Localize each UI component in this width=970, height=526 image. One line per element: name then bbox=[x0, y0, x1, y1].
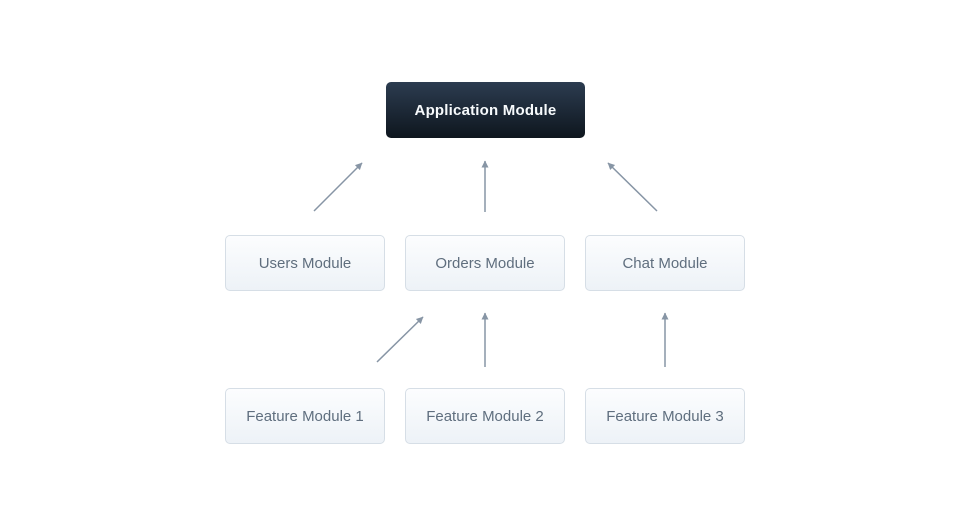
node-label-application: Application Module bbox=[414, 101, 557, 119]
node-label-chat-module: Chat Module bbox=[622, 254, 708, 272]
node-label-feature-module-3: Feature Module 3 bbox=[606, 407, 724, 425]
node-feature-module-2: Feature Module 2 bbox=[405, 388, 565, 444]
edge-feature-module-1-to-orders-module bbox=[376, 316, 424, 363]
node-label-orders-module: Orders Module bbox=[435, 254, 535, 272]
node-users-module: Users Module bbox=[225, 235, 385, 291]
node-label-feature-module-1: Feature Module 1 bbox=[246, 407, 364, 425]
edge-users-module-to-application bbox=[313, 162, 363, 212]
node-label-feature-module-2: Feature Module 2 bbox=[426, 407, 544, 425]
node-feature-module-3: Feature Module 3 bbox=[585, 388, 745, 444]
edge-chat-module-to-application bbox=[607, 162, 658, 212]
node-chat-module: Chat Module bbox=[585, 235, 745, 291]
node-label-users-module: Users Module bbox=[258, 254, 352, 272]
node-feature-module-1: Feature Module 1 bbox=[225, 388, 385, 444]
node-application: Application Module bbox=[386, 82, 585, 138]
node-orders-module: Orders Module bbox=[405, 235, 565, 291]
